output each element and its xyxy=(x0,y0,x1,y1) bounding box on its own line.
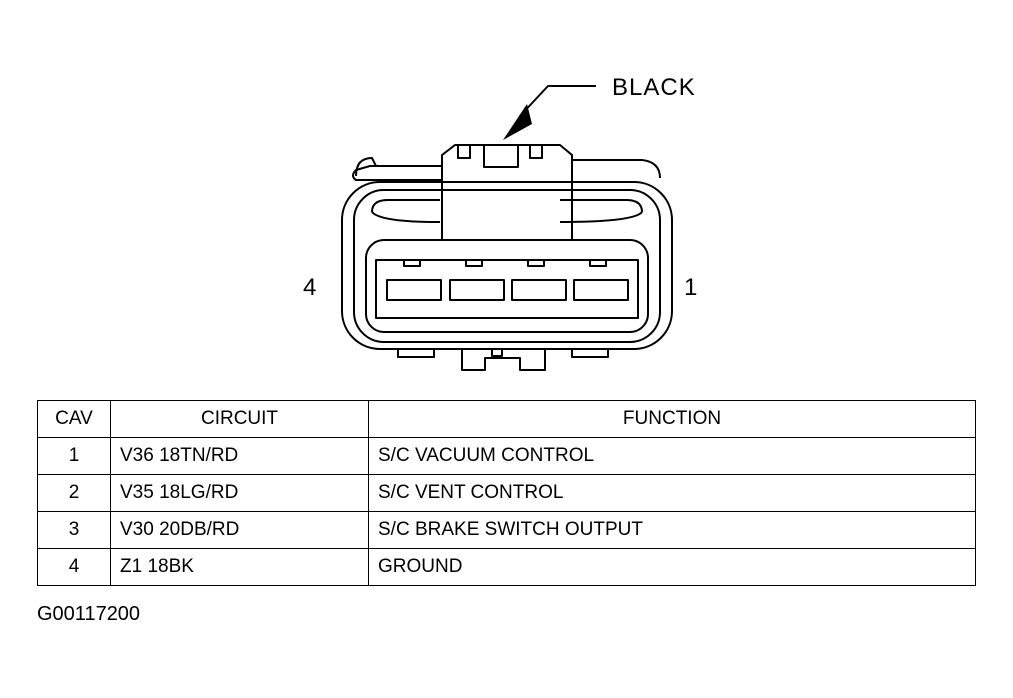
header-circuit: CIRCUIT xyxy=(110,400,369,438)
bottom-key-left xyxy=(397,348,435,358)
circuit-cell: V35 18LG/RD xyxy=(110,474,369,512)
cav-cell: 2 xyxy=(37,474,111,512)
circuit-cell: Z1 18BK xyxy=(110,548,369,586)
cavity-1-label: 1 xyxy=(684,274,699,301)
table-row: 1 V36 18TN/RD S/C VACUUM CONTROL xyxy=(37,437,976,475)
cav-cell: 1 xyxy=(37,437,111,475)
leader-arrowhead xyxy=(503,104,532,140)
release-tab-right xyxy=(572,159,661,179)
bottom-latch xyxy=(461,349,546,371)
function-cell: GROUND xyxy=(368,548,976,586)
figure-id: G00117200 xyxy=(37,603,141,625)
terminal-2 xyxy=(511,279,567,301)
terminal-3 xyxy=(449,279,505,301)
latch-groove-right xyxy=(559,199,643,223)
latch-groove-left xyxy=(371,199,441,223)
connector-outer-housing xyxy=(341,181,673,350)
connector-color-label: BLACK xyxy=(612,74,696,101)
terminal-block xyxy=(375,259,639,319)
function-cell: S/C VACUUM CONTROL xyxy=(368,437,976,475)
terminal-4 xyxy=(386,279,442,301)
connector-inner-housing xyxy=(353,189,661,343)
table-row: 2 V35 18LG/RD S/C VENT CONTROL xyxy=(37,474,976,512)
table-row: 4 Z1 18BK GROUND xyxy=(37,548,976,586)
connector-diagram xyxy=(341,85,673,371)
table-row: 3 V30 20DB/RD S/C BRAKE SWITCH OUTPUT xyxy=(37,511,976,549)
locking-tab xyxy=(441,144,573,240)
circuit-cell: V30 20DB/RD xyxy=(110,511,369,549)
cav-cell: 4 xyxy=(37,548,111,586)
cavity-4-label: 4 xyxy=(303,274,318,301)
function-cell: S/C VENT CONTROL xyxy=(368,474,976,512)
cav-cell: 3 xyxy=(37,511,111,549)
cavity-frame xyxy=(365,239,649,333)
color-label-leader xyxy=(519,85,596,117)
header-cav: CAV xyxy=(37,400,111,438)
header-function: FUNCTION xyxy=(368,400,976,438)
function-cell: S/C BRAKE SWITCH OUTPUT xyxy=(368,511,976,549)
release-tab-left xyxy=(352,165,442,181)
circuit-cell: V36 18TN/RD xyxy=(110,437,369,475)
bottom-key-right xyxy=(571,348,609,358)
terminal-1 xyxy=(573,279,629,301)
pinout-table: CAV CIRCUIT FUNCTION 1 V36 18TN/RD S/C V… xyxy=(37,400,976,586)
table-header-row: CAV CIRCUIT FUNCTION xyxy=(37,400,976,438)
